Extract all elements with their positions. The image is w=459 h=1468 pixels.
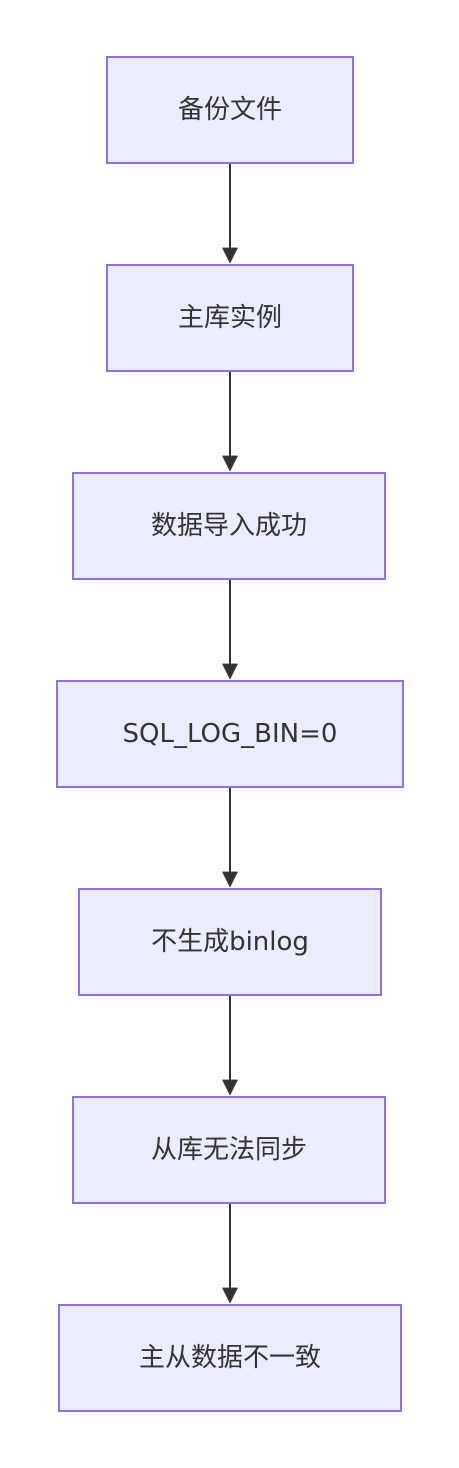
node-no-binlog: 不生成binlog <box>78 888 382 996</box>
node-backup-file: 备份文件 <box>106 56 354 164</box>
node-label: 从库无法同步 <box>150 1135 307 1165</box>
node-import-success: 数据导入成功 <box>72 472 386 580</box>
node-label: 主从数据不一致 <box>138 1343 321 1373</box>
node-label: 备份文件 <box>177 95 282 125</box>
node-master-instance: 主库实例 <box>106 264 354 372</box>
node-label: 主库实例 <box>177 303 282 333</box>
node-label: SQL_LOG_BIN=0 <box>122 719 338 749</box>
node-label: 数据导入成功 <box>150 511 307 541</box>
node-data-inconsistent: 主从数据不一致 <box>58 1304 402 1412</box>
node-slave-cannot-sync: 从库无法同步 <box>72 1096 386 1204</box>
node-sql-log-bin: SQL_LOG_BIN=0 <box>56 680 404 788</box>
node-label: 不生成binlog <box>151 927 309 957</box>
